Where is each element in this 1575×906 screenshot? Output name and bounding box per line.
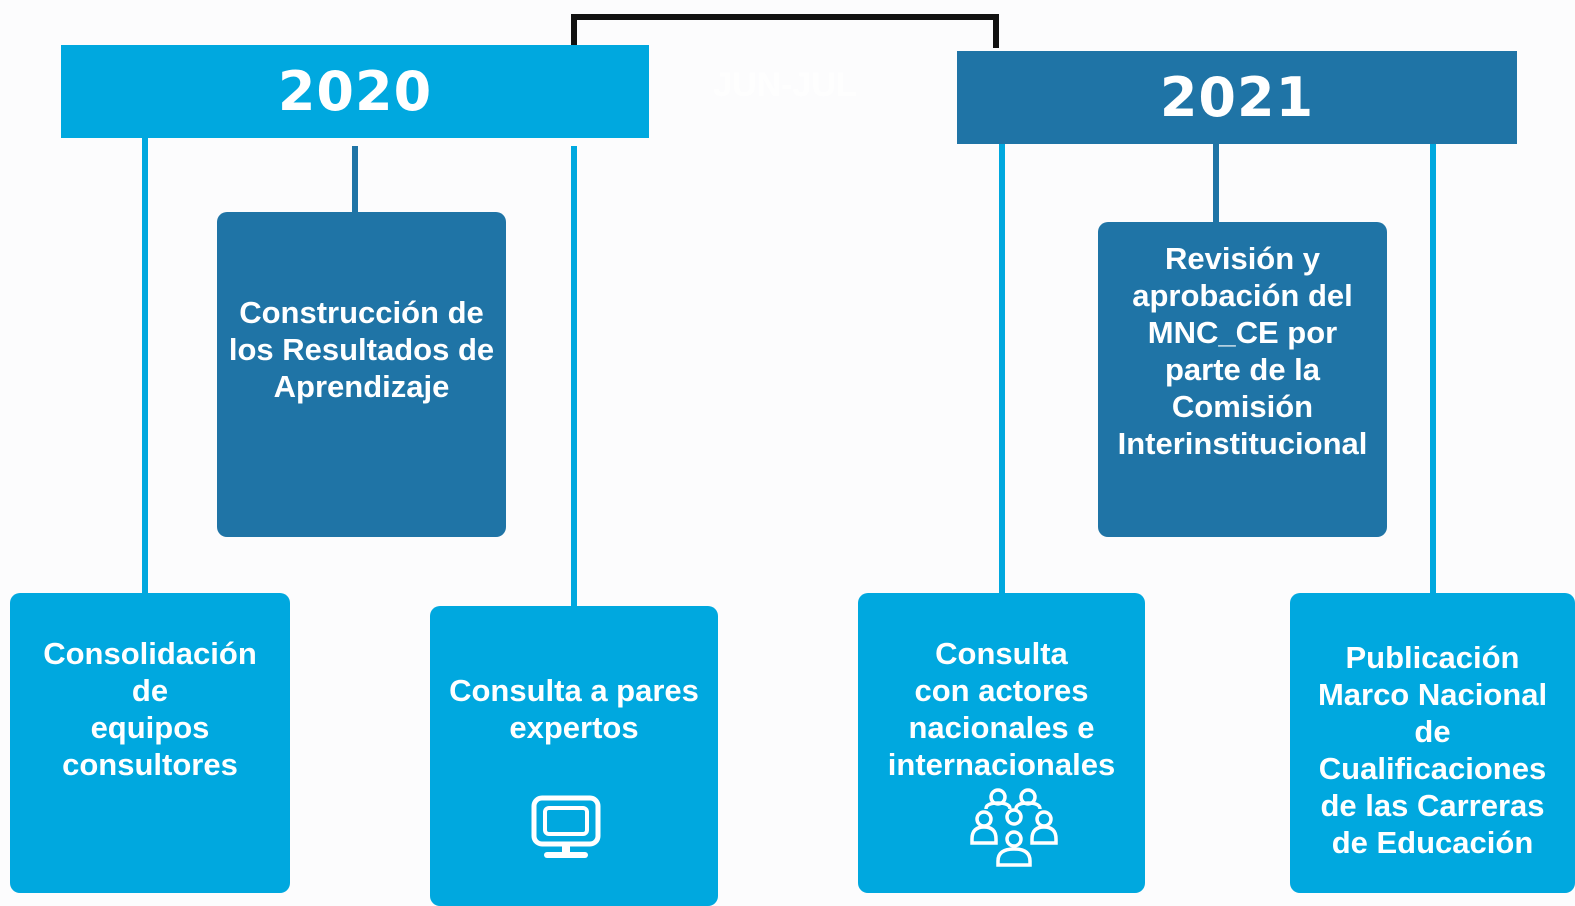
year-2020-bar: 2020: [61, 45, 649, 138]
year-2021-bar: 2021: [957, 51, 1517, 144]
box-line: Cualificaciones: [1318, 751, 1547, 786]
box-line: Aprendizaje: [273, 369, 450, 404]
box-line: Revisión y: [1164, 241, 1321, 276]
box-publicacion-text: Publicación Marco Nacional de Cualificac…: [1318, 639, 1547, 861]
box-pares-text: Consulta a pares expertos: [449, 672, 699, 746]
people-group-icon: [970, 788, 1058, 867]
year-2021-label: 2021: [1159, 66, 1315, 129]
box-publicacion-marco: Publicación Marco Nacional de Cualificac…: [1290, 593, 1575, 893]
box-line: de Educación: [1331, 825, 1534, 860]
box-line: parte de la: [1164, 352, 1321, 387]
box-line: Consulta: [935, 636, 1068, 671]
connector-construccion: [352, 146, 358, 214]
connector-revision: [1213, 144, 1219, 224]
box-line: internacionales: [887, 747, 1116, 782]
box-construccion-resultados: Construcción de los Resultados de Aprend…: [217, 212, 506, 537]
box-line: Consolidación: [43, 636, 257, 671]
box-line: nacionales e: [908, 710, 1095, 745]
timeline-bracket: [571, 14, 999, 48]
bracket-label: JUN-JUL: [713, 66, 857, 104]
connector-pares: [571, 146, 577, 608]
box-line: Comisión: [1171, 389, 1314, 424]
box-line: MNC_CE por: [1147, 315, 1338, 350]
connector-actores: [999, 144, 1005, 596]
box-line: los Resultados de: [228, 332, 495, 367]
box-line: Consulta a pares: [449, 673, 699, 708]
connector-consolidacion: [142, 138, 148, 596]
box-revision-text: Revisión y aprobación del MNC_CE por par…: [1118, 240, 1368, 462]
box-consolidacion-equipos: Consolidación de equipos consultores: [10, 593, 290, 893]
box-line: aprobación del: [1132, 278, 1353, 313]
box-line: equipos: [90, 710, 210, 745]
box-line: Interinstitucional: [1117, 426, 1368, 461]
box-line: con actores: [914, 673, 1089, 708]
box-consulta-actores: Consulta con actores nacionales e intern…: [858, 593, 1145, 893]
box-line: Publicación: [1345, 640, 1520, 675]
box-line: Marco Nacional: [1317, 677, 1548, 712]
box-line: consultores: [62, 747, 238, 782]
box-actores-text: Consulta con actores nacionales e intern…: [888, 635, 1115, 783]
box-line: de: [131, 673, 169, 708]
box-consulta-pares: Consulta a pares expertos: [430, 606, 718, 906]
connector-publicacion: [1430, 144, 1436, 596]
box-line: de: [1414, 714, 1451, 749]
box-line: Construcción de: [239, 295, 484, 330]
box-line: expertos: [509, 710, 639, 745]
box-revision-aprobacion: Revisión y aprobación del MNC_CE por par…: [1098, 222, 1387, 537]
box-construccion-text: Construcción de los Resultados de Aprend…: [229, 294, 494, 405]
monitor-icon: [531, 795, 601, 858]
year-2020-label: 2020: [277, 60, 433, 123]
box-consolidacion-text: Consolidación de equipos consultores: [43, 635, 257, 783]
box-line: de las Carreras: [1320, 788, 1545, 823]
